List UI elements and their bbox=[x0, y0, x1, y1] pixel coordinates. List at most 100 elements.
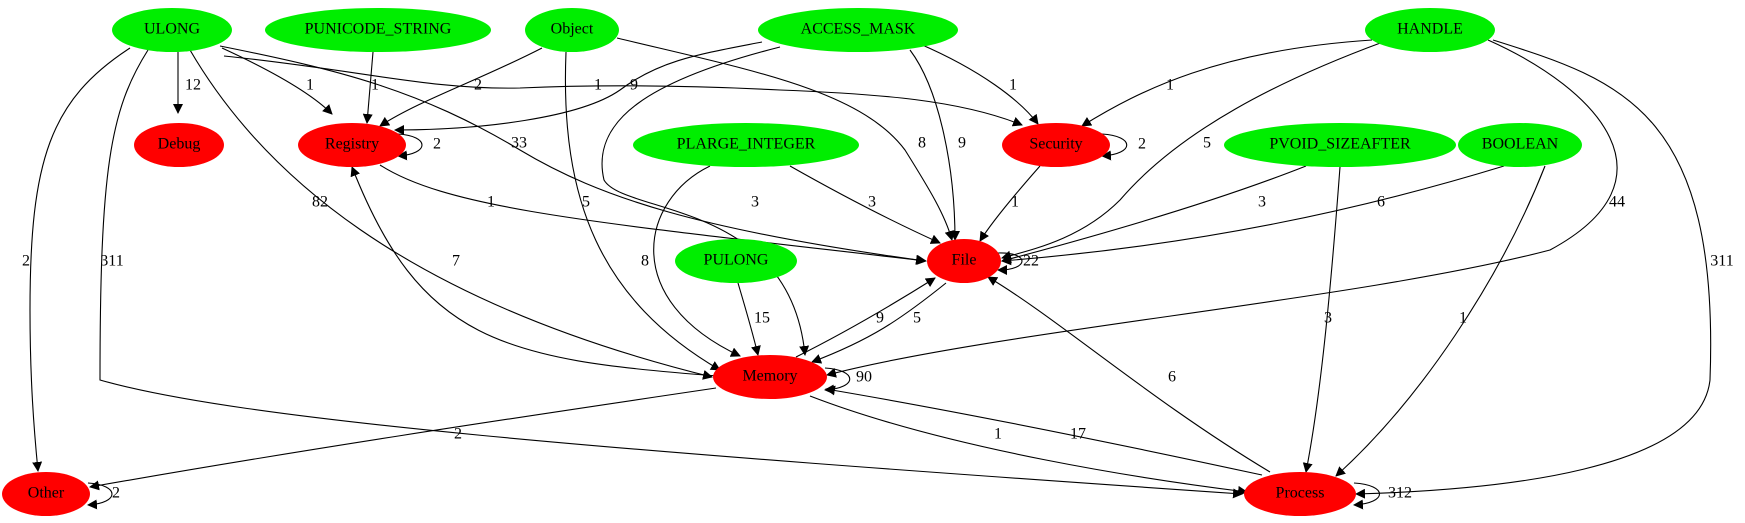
edge-label: 1 bbox=[371, 77, 379, 94]
edge-label: 5 bbox=[913, 310, 921, 327]
edge-memory-to-file bbox=[795, 277, 936, 358]
node-plarge-integer[interactable]: PLARGE_INTEGER bbox=[633, 123, 859, 167]
edge-label: 90 bbox=[856, 369, 872, 386]
edge-punicode_string-to-registry bbox=[362, 51, 374, 124]
edge-ulong-to-registry bbox=[221, 47, 333, 115]
edge-memory-to-memory bbox=[824, 367, 851, 395]
edge-label: 8 bbox=[641, 253, 649, 270]
edge-security-to-file bbox=[979, 165, 1041, 242]
edge-boolean-to-process bbox=[1335, 165, 1546, 477]
edge-label: 312 bbox=[1388, 485, 1412, 502]
node-label: File bbox=[952, 252, 977, 269]
edge-registry-to-file bbox=[379, 164, 927, 265]
node-shape bbox=[112, 8, 232, 52]
edge-label: 2 bbox=[22, 253, 30, 270]
node-file[interactable]: File bbox=[927, 239, 1001, 283]
edge-pulong-to-memory bbox=[737, 282, 761, 356]
edge-label: 2 bbox=[433, 136, 441, 153]
edge-process-to-file bbox=[987, 276, 1271, 473]
edge-label: 12 bbox=[185, 77, 201, 94]
edge-object-to-memory bbox=[564, 51, 721, 371]
edge-label: 3 bbox=[868, 194, 876, 211]
node-shape bbox=[134, 123, 224, 167]
node-shape bbox=[265, 8, 491, 52]
edge-handle-to-process bbox=[1355, 39, 1712, 499]
edge-label: 8 bbox=[918, 135, 926, 152]
node-shape bbox=[927, 239, 1001, 283]
node-label: HANDLE bbox=[1397, 21, 1463, 38]
edge-label: 44 bbox=[1609, 194, 1625, 211]
node-shape bbox=[633, 123, 859, 167]
node-security[interactable]: Security bbox=[1002, 123, 1110, 167]
edge-ulong-to-memory bbox=[189, 49, 713, 380]
edge-label: 2 bbox=[112, 485, 120, 502]
edge-process-to-process bbox=[1353, 482, 1381, 510]
node-pulong[interactable]: PULONG bbox=[675, 239, 797, 283]
edge-label: 1 bbox=[1459, 310, 1467, 327]
node-shape bbox=[2, 472, 90, 516]
node-shape bbox=[1002, 123, 1110, 167]
edge-memory-to-registry bbox=[350, 166, 719, 377]
node-memory[interactable]: Memory bbox=[713, 355, 827, 399]
edge-label: 9 bbox=[958, 135, 966, 152]
node-object[interactable]: Object bbox=[525, 8, 619, 52]
edge-ulong-to-security bbox=[223, 55, 1023, 127]
edge-label: 1 bbox=[1011, 194, 1019, 211]
edge-file-to-memory bbox=[811, 282, 947, 364]
edge-memory-to-other bbox=[89, 387, 717, 491]
edge-label: 6 bbox=[1168, 369, 1176, 386]
edge-ulong-to-file bbox=[219, 45, 926, 265]
node-shape bbox=[713, 355, 827, 399]
node-pvoid-sizeafter[interactable]: PVOID_SIZEAFTER bbox=[1224, 123, 1456, 167]
edge-label: 1 bbox=[487, 194, 495, 211]
node-other[interactable]: Other bbox=[2, 472, 90, 516]
edge-label: 1 bbox=[994, 426, 1002, 443]
node-registry[interactable]: Registry bbox=[298, 123, 406, 167]
node-ulong[interactable]: ULONG bbox=[112, 8, 232, 52]
node-handle[interactable]: HANDLE bbox=[1365, 8, 1495, 52]
node-label: BOOLEAN bbox=[1482, 136, 1559, 153]
edge-label: 2 bbox=[454, 426, 462, 443]
node-access-mask[interactable]: ACCESS_MASK bbox=[758, 8, 958, 52]
node-boolean[interactable]: BOOLEAN bbox=[1458, 123, 1582, 167]
edge-memory-to-process bbox=[809, 395, 1248, 496]
edge-label: 311 bbox=[1710, 253, 1733, 270]
edge-label: 15 bbox=[754, 310, 770, 327]
edge-label: 5 bbox=[1203, 135, 1211, 152]
edge-ulong-to-other bbox=[29, 47, 131, 472]
node-label: Other bbox=[28, 485, 65, 502]
node-label: PUNICODE_STRING bbox=[305, 21, 452, 38]
node-label: Process bbox=[1276, 485, 1325, 502]
node-label: Debug bbox=[158, 136, 201, 153]
edge-ulong-to-process bbox=[99, 49, 1243, 499]
node-shape bbox=[1365, 8, 1495, 52]
edge-label: 22 bbox=[1023, 253, 1039, 270]
node-label: PLARGE_INTEGER bbox=[677, 136, 816, 153]
node-label: Registry bbox=[325, 136, 379, 153]
edge-access_mask-to-security bbox=[919, 43, 1039, 125]
node-shape bbox=[298, 123, 406, 167]
edge-pvoid_sizeafter-to-file bbox=[1001, 165, 1307, 264]
edge-label: 17 bbox=[1070, 426, 1086, 443]
edge-label: 311 bbox=[100, 253, 123, 270]
node-process[interactable]: Process bbox=[1244, 472, 1356, 516]
node-punicode-string[interactable]: PUNICODE_STRING bbox=[265, 8, 491, 52]
node-debug[interactable]: Debug bbox=[134, 123, 224, 167]
edge-label: 3 bbox=[751, 194, 759, 211]
edge-boolean-to-file bbox=[1001, 165, 1505, 266]
node-label: PULONG bbox=[704, 252, 769, 269]
edge-pvoid_sizeafter-to-process bbox=[1302, 166, 1341, 473]
edge-label: 2 bbox=[1138, 136, 1146, 153]
edge-object-to-registry bbox=[379, 47, 543, 127]
edge-other-to-other bbox=[87, 482, 113, 510]
edge-label: 3 bbox=[1258, 194, 1266, 211]
edge-handle-to-security bbox=[1081, 39, 1373, 127]
edge-access_mask-to-registry bbox=[394, 41, 763, 135]
edge-access_mask-to-file bbox=[909, 49, 960, 241]
edge-label: 1 bbox=[1009, 77, 1017, 94]
edge-plarge_integer-to-file bbox=[789, 165, 941, 244]
edge-label: 9 bbox=[876, 310, 884, 327]
node-label: ULONG bbox=[144, 21, 200, 38]
edge-object-to-file bbox=[616, 37, 955, 241]
